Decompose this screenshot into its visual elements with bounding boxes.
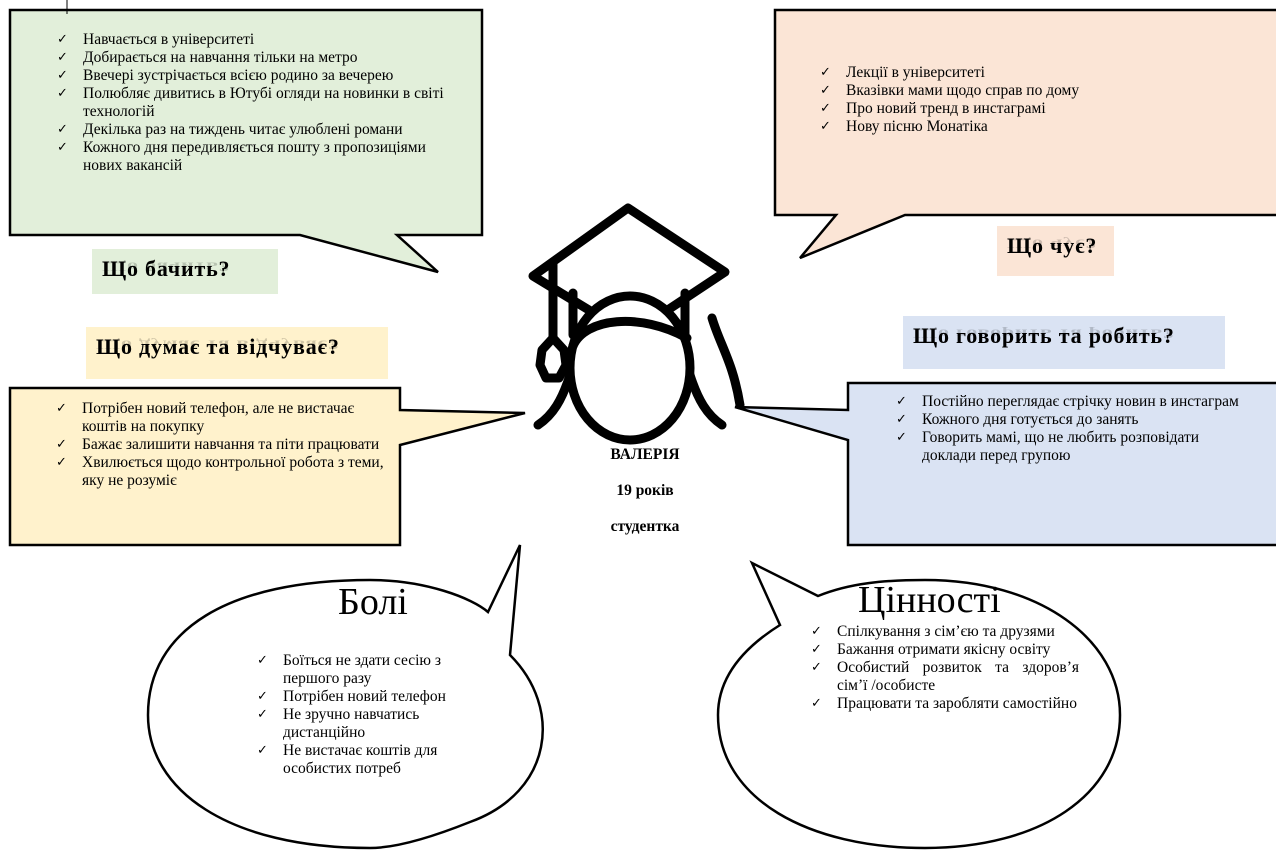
says-heading: Що говорить та робить? Що говорить та ро… (903, 316, 1225, 369)
list-item: ✓Нову пісню Монатіка (820, 118, 988, 135)
check-icon: ✓ (820, 101, 831, 116)
check-icon: ✓ (896, 430, 907, 445)
thinks-list: ✓Потрібен новий телефон, але не вистачає… (56, 400, 396, 490)
says-list: ✓Постійно переглядає стрічку новин в инс… (896, 393, 1246, 465)
thinks-heading: Що думає та відчуває? Що думає та відчув… (86, 327, 388, 379)
check-icon: ✓ (257, 707, 268, 722)
list-item: ✓Про новий тренд в инстаграмі (820, 100, 1046, 117)
hears-list: ✓Лекції в університеті ✓Вказівки мами що… (820, 64, 1240, 136)
check-icon: ✓ (811, 660, 822, 675)
persona-role: студентка (610, 518, 680, 535)
values-title: Цінності (858, 579, 1001, 621)
check-icon: ✓ (57, 86, 68, 101)
list-item: ✓Ввечері зустрічається всією родино за в… (57, 67, 394, 84)
check-icon: ✓ (257, 689, 268, 704)
check-icon: ✓ (57, 68, 68, 83)
check-icon: ✓ (57, 50, 68, 65)
check-icon: ✓ (57, 140, 68, 155)
list-item: ✓Полюбляє дивитись в Ютубі огляди на нов… (57, 85, 444, 120)
pains-title: Болі (338, 581, 408, 623)
values-list: ✓Спілкування з сім’єю та друзями ✓Бажанн… (811, 623, 1079, 713)
list-item: ✓Декілька раз на тиждень читає улюблені … (57, 121, 403, 138)
hears-heading: Що чує? Що чує? (997, 226, 1114, 276)
list-item: ✓Бажання отримати якісну освіту (811, 641, 1051, 658)
check-icon: ✓ (257, 653, 268, 668)
list-item: ✓Не вистачає коштів для особистих потреб (257, 742, 438, 777)
sees-callout (8, 8, 484, 274)
list-item: ✓Потрібен новий телефон, але не вистачає… (56, 400, 355, 435)
graduate-student-icon (528, 203, 745, 445)
list-item: ✓Потрібен новий телефон (257, 688, 446, 705)
check-icon: ✓ (56, 455, 67, 470)
thinks-callout (8, 386, 526, 547)
values-bubble (716, 560, 1122, 850)
list-item: ✓Кожного дня готується до занять (896, 411, 1139, 428)
list-item: ✓Говорить мамі, що не любить розповідати… (896, 429, 1200, 464)
check-icon: ✓ (811, 642, 822, 657)
list-item: ✓Вказівки мами щодо справ по дому (820, 82, 1080, 99)
check-icon: ✓ (56, 437, 67, 452)
list-item: ✓Добирається на навчання тільки на метро (57, 49, 358, 66)
pains-bubble (146, 544, 544, 850)
persona-age: 19 років (616, 482, 674, 499)
list-item: ✓Кожного дня передивляється пошту з проп… (57, 139, 426, 174)
list-item: ✓Не зручно навчатись дистанційно (257, 706, 420, 741)
check-icon: ✓ (257, 743, 268, 758)
check-icon: ✓ (811, 696, 822, 711)
list-item: ✓Лекції в університеті (820, 64, 985, 81)
list-item: ✓Хвилюється щодо контрольної робота з те… (56, 454, 384, 489)
list-item: ✓Боїться не здати сесію з першого разу (257, 652, 441, 687)
says-callout (734, 381, 1276, 547)
check-icon: ✓ (896, 412, 907, 427)
check-icon: ✓ (57, 122, 68, 137)
list-item: ✓Працювати та заробляти самостійно (811, 695, 1077, 712)
list-item: ✓Постійно переглядає стрічку новин в инс… (896, 393, 1239, 410)
hears-callout (773, 8, 1276, 260)
list-item: ✓Спілкування з сім’єю та друзями (811, 623, 1055, 640)
list-item: ✓Навчається в університеті (57, 31, 255, 48)
check-icon: ✓ (820, 83, 831, 98)
sees-list: ✓Навчається в університеті ✓Добирається … (57, 31, 467, 175)
sees-heading: Що бачить? Що бачить? (92, 249, 278, 294)
persona-name: ВАЛЕРІЯ (610, 446, 680, 463)
check-icon: ✓ (896, 394, 907, 409)
check-icon: ✓ (820, 65, 831, 80)
check-icon: ✓ (57, 32, 68, 47)
list-item: ✓Бажає залишити навчання та піти працюва… (56, 436, 380, 453)
check-icon: ✓ (820, 119, 831, 134)
check-icon: ✓ (811, 624, 822, 639)
check-icon: ✓ (56, 401, 67, 416)
list-item: ✓Особистий розвиток та здоров’я сім’ї /о… (811, 659, 1079, 694)
pains-list: ✓Боїться не здати сесію з першого разу ✓… (257, 652, 492, 778)
